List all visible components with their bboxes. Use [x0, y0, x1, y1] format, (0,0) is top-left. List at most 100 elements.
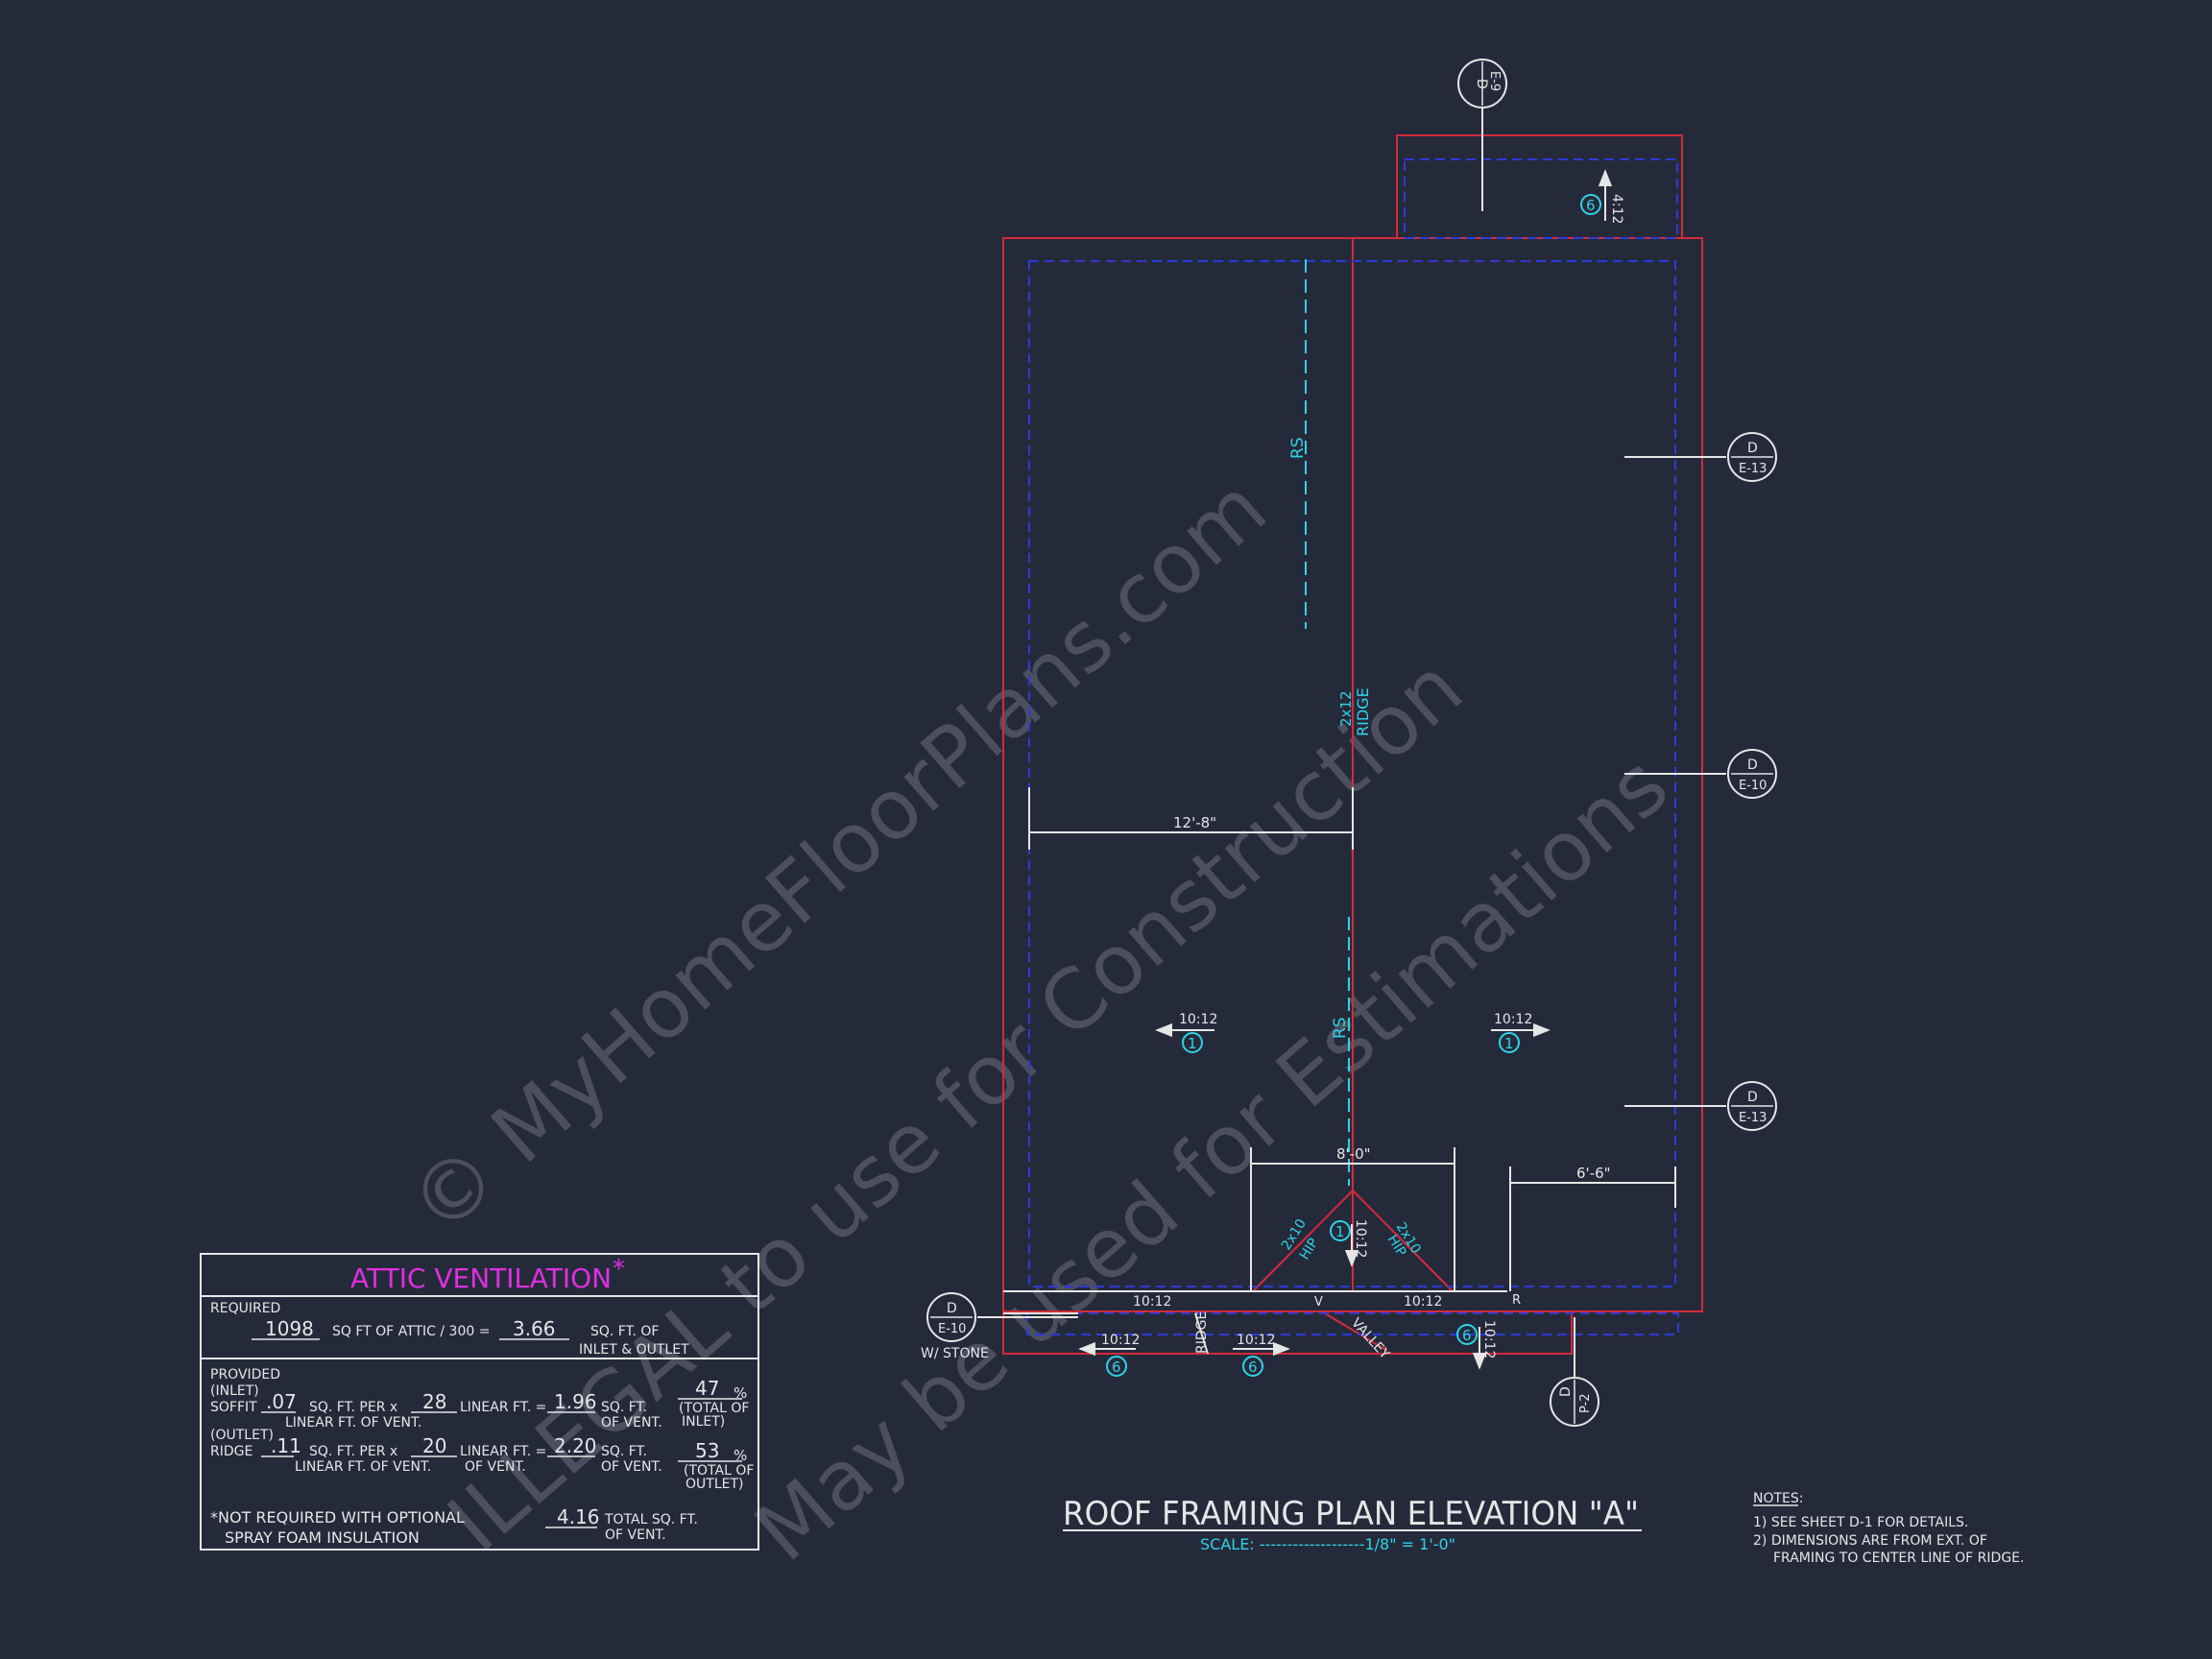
attic-soffit-sqft-per: SQ. FT. PER x — [309, 1400, 397, 1415]
attic-ridge-linear: LINEAR FT. = — [460, 1444, 546, 1459]
attic-total-text: TOTAL SQ. FT. — [604, 1512, 698, 1527]
pitch-right: 10:12 — [1494, 1012, 1532, 1027]
slope-arrows — [1078, 169, 1613, 1370]
callout-e10-b-letter: D — [947, 1301, 957, 1316]
hip-label-left: HIP — [1297, 1236, 1322, 1262]
dim-6-6: 6'-6" — [1576, 1165, 1611, 1182]
attic-ridge-of-vent-mid: OF VENT. — [465, 1459, 526, 1475]
bubble-6-a: 6 — [1112, 1358, 1121, 1376]
attic-req-unit2: INLET & OUTLET — [579, 1342, 689, 1358]
bubble-6-c: 6 — [1462, 1327, 1472, 1344]
attic-soffit-lin-of-vent: LINEAR FT. OF VENT. — [285, 1415, 421, 1431]
lower-ridge-label: RIDGE — [1194, 1311, 1210, 1354]
detail-bubbles — [1106, 194, 1601, 1377]
notes-heading: NOTES: — [1753, 1491, 1804, 1506]
watermark-line-1: © MyHomeFloorPlans.com — [392, 460, 1285, 1254]
attic-table-frame — [200, 1253, 759, 1551]
attic-soffit-linear: LINEAR FT. = — [460, 1400, 546, 1415]
dim-8-0: 8'-0" — [1336, 1145, 1371, 1163]
attic-ridge-sqft-per: SQ. FT. PER x — [309, 1444, 397, 1459]
callout-e13-a-letter: D — [1747, 441, 1758, 456]
callout-e9-letter: D — [1474, 79, 1489, 89]
v-mark: V — [1314, 1295, 1323, 1310]
attic-soffit-pct-sign: % — [733, 1384, 747, 1402]
attic-title: ATTIC VENTILATION — [350, 1262, 612, 1294]
attic-ridge-pct: 53 — [695, 1439, 719, 1462]
ridge-label: RIDGE — [1354, 687, 1372, 736]
plan-scale: SCALE: -------------------1/8" = 1'-0" — [1200, 1535, 1455, 1553]
attic-soffit: SOFFIT — [210, 1400, 257, 1415]
pitch-bot-a: 10:12 — [1101, 1333, 1140, 1348]
bubble-6-b: 6 — [1248, 1358, 1258, 1376]
pitch-lower-a: 10:12 — [1133, 1294, 1171, 1310]
attic-ridge-pct-sign: % — [733, 1447, 747, 1464]
callout-e13-a-sheet: E-13 — [1739, 462, 1767, 476]
callout-e10-b-sheet: E-10 — [938, 1322, 966, 1336]
note-2b: FRAMING TO CENTER LINE OF RIDGE. — [1773, 1551, 2024, 1566]
attic-soffit-res: 1.96 — [554, 1390, 597, 1413]
attic-soffit-val: .07 — [266, 1390, 297, 1413]
callout-e10-a-sheet: E-10 — [1739, 779, 1767, 793]
bubble-1-right: 1 — [1504, 1035, 1514, 1052]
callout-e13-b-letter: D — [1747, 1090, 1758, 1105]
r-mark: R — [1512, 1293, 1521, 1308]
attic-not-required-1: *NOT REQUIRED WITH OPTIONAL — [210, 1508, 465, 1527]
pitch-bot-c: 10:12 — [1481, 1320, 1497, 1358]
callout-e13-b-sheet: E-13 — [1739, 1111, 1767, 1125]
attic-provided: PROVIDED — [210, 1367, 280, 1382]
attic-ridge-total-of: (TOTAL OF — [684, 1463, 754, 1479]
attic-ridge-lin-of-vent: LINEAR FT. OF VENT. — [295, 1459, 431, 1475]
attic-required: REQUIRED — [210, 1301, 280, 1316]
attic-ridge-sqft: SQ. FT. — [601, 1444, 647, 1459]
attic-ridge: RIDGE — [210, 1444, 252, 1459]
callout-e10-a-letter: D — [1747, 757, 1758, 773]
attic-ridge-val: .11 — [271, 1434, 301, 1457]
attic-req-text: SQ FT OF ATTIC / 300 = — [332, 1324, 490, 1339]
pitch-lower-b: 10:12 — [1404, 1294, 1442, 1310]
attic-asterisk: * — [613, 1255, 625, 1284]
attic-soffit-pct: 47 — [695, 1377, 719, 1400]
attic-outlet: (OUTLET) — [210, 1428, 274, 1443]
overhang-lines — [1003, 1290, 1507, 1355]
callout-p2-sheet: P-2 — [1578, 1393, 1593, 1413]
valley-label: VALLEY — [1348, 1315, 1392, 1362]
attic-inlet: (INLET) — [210, 1383, 259, 1399]
w-stone-note: W/ STONE — [921, 1346, 989, 1361]
pitch-left: 10:12 — [1179, 1012, 1217, 1027]
attic-soffit-total-of: (TOTAL OF — [679, 1401, 749, 1416]
pitch-bot-b: 10:12 — [1237, 1333, 1275, 1348]
callout-leaders — [977, 106, 1726, 1379]
attic-sqft-attic: 1098 — [265, 1317, 314, 1340]
note-1: 1) SEE SHEET D-1 FOR DETAILS. — [1753, 1515, 1968, 1530]
plan-title: ROOF FRAMING PLAN ELEVATION "A" — [1063, 1495, 1639, 1533]
rs-upper: RS — [1288, 437, 1308, 459]
callout-p2-letter: D — [1558, 1386, 1574, 1397]
attic-total-of-vent: OF VENT. — [605, 1527, 666, 1543]
attic-req-unit1: SQ. FT. OF — [590, 1324, 659, 1339]
ridge-size: 2x12 — [1337, 690, 1355, 727]
rafter-strut-lines — [1305, 259, 1350, 1186]
note-2a: 2) DIMENSIONS ARE FROM EXT. OF — [1753, 1533, 1987, 1549]
attic-not-required-2: SPRAY FOAM INSULATION — [225, 1528, 420, 1547]
attic-ridge-of-vent: OF VENT. — [601, 1459, 662, 1475]
attic-req-result: 3.66 — [513, 1317, 556, 1340]
rs-lower: RS — [1331, 1017, 1350, 1039]
callout-e9-sheet: E-9 — [1487, 71, 1502, 91]
attic-ridge-res: 2.20 — [554, 1434, 597, 1457]
attic-ridge-lin: 20 — [422, 1434, 446, 1457]
bubble-6-top: 6 — [1586, 197, 1596, 214]
bubble-1-left: 1 — [1188, 1035, 1197, 1052]
attic-soffit-of-vent: OF VENT. — [601, 1415, 662, 1431]
dim-12-8: 12'-8" — [1173, 814, 1216, 831]
bubble-1-hip: 1 — [1335, 1223, 1345, 1240]
pitch-top: 4:12 — [1609, 194, 1624, 224]
attic-soffit-sqft: SQ. FT. — [601, 1400, 647, 1415]
dimension-lines — [1028, 787, 1676, 1291]
attic-total-val: 4.16 — [557, 1505, 600, 1528]
pitch-hip: 10:12 — [1353, 1219, 1368, 1258]
attic-ridge-outlet-close: OUTLET) — [685, 1477, 743, 1492]
callout-dividers — [930, 61, 1773, 1424]
attic-soffit-lin: 28 — [422, 1390, 446, 1413]
attic-soffit-inlet-close: INLET) — [682, 1414, 725, 1430]
